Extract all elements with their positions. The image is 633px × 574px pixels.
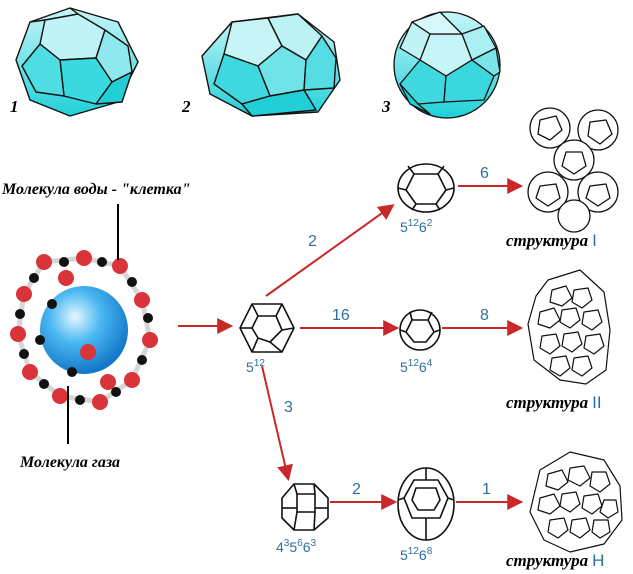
polyhedron-3-number: 3 bbox=[381, 97, 391, 116]
arrow-number-to-435663: 3 bbox=[284, 399, 293, 416]
structure-1-cluster bbox=[527, 107, 619, 233]
arrow-number-s2: 8 bbox=[480, 307, 489, 324]
cage-512 bbox=[239, 303, 295, 353]
cage-51268-label: 51268 bbox=[400, 546, 433, 563]
cage-51262 bbox=[397, 163, 455, 213]
arrow-512-to-435663 bbox=[261, 365, 293, 482]
gas-molecule-label: Молекула газа bbox=[19, 454, 120, 471]
cage-435663-label: 435663 bbox=[276, 538, 317, 555]
cage-435663 bbox=[281, 483, 329, 531]
polyhedron-3 bbox=[393, 11, 501, 119]
polyhedron-2-number: 2 bbox=[181, 97, 191, 116]
arrow-number-s1: 6 bbox=[480, 165, 489, 182]
structure-h-cluster bbox=[529, 451, 623, 553]
cage-512-label: 512 bbox=[246, 358, 265, 375]
cage-51264 bbox=[399, 309, 441, 351]
cage-51262-label: 51262 bbox=[400, 218, 433, 235]
polyhedron-1-number: 1 bbox=[10, 97, 19, 116]
arrow-512-to-51262 bbox=[265, 204, 395, 297]
polyhedron-1 bbox=[15, 7, 139, 117]
polyhedron-2 bbox=[201, 13, 341, 117]
arrow-number-to-51268: 2 bbox=[352, 481, 361, 498]
water-cage bbox=[10, 250, 158, 410]
gas-molecule-sphere bbox=[40, 286, 128, 374]
arrow-number-to-51264: 16 bbox=[332, 307, 350, 324]
structure-2-cluster bbox=[527, 269, 611, 385]
cage-51268 bbox=[397, 467, 455, 541]
cage-51264-label: 51264 bbox=[400, 358, 433, 375]
water-molecule-label: Молекула воды - "клетка" bbox=[1, 181, 190, 198]
arrow-number-sH: 1 bbox=[482, 481, 491, 498]
arrow-number-to-51262: 2 bbox=[308, 233, 317, 250]
